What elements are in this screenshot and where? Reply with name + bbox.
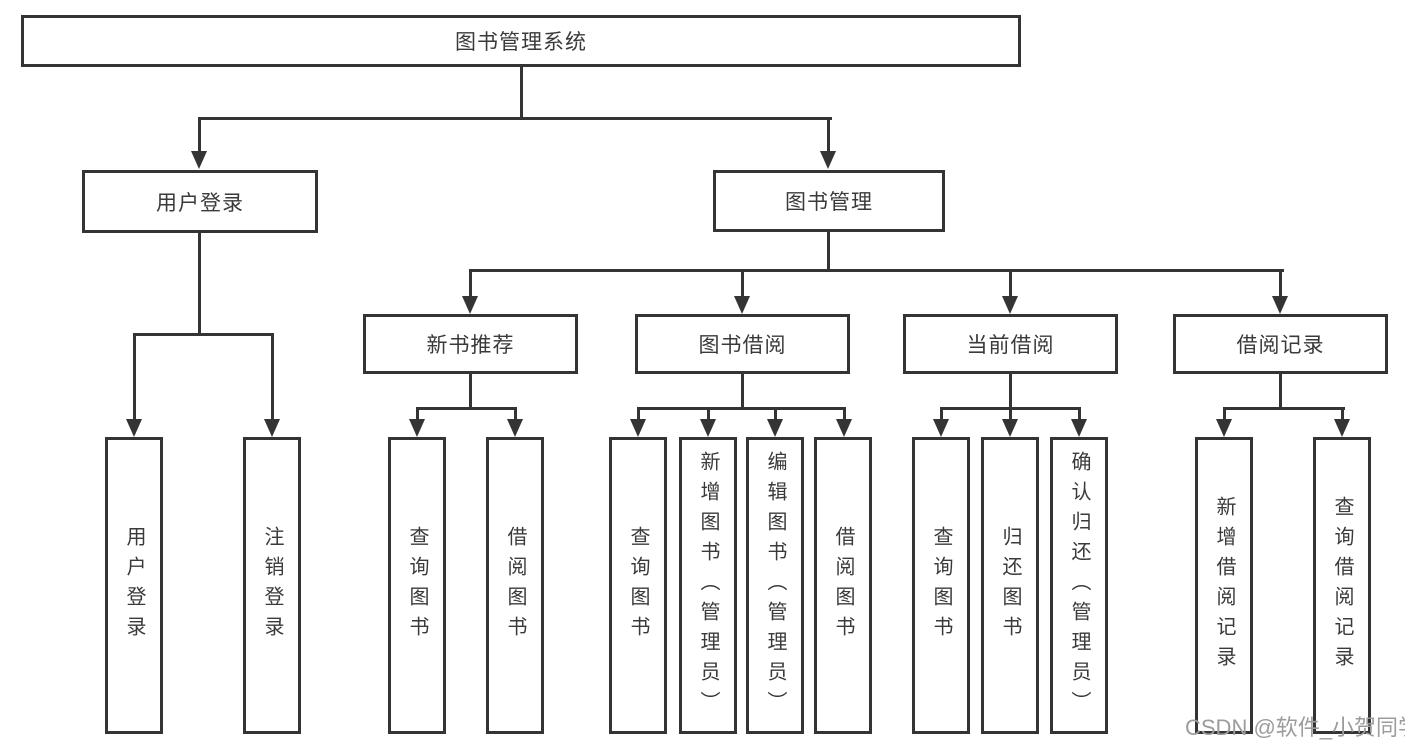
node-borrowing-query-books-label: 查询图书 — [627, 525, 649, 646]
arrowhead-down — [1272, 296, 1288, 314]
connector-root-down — [520, 67, 523, 119]
node-current-borrowing: 当前借阅 — [903, 314, 1118, 374]
connector-stub — [469, 269, 472, 298]
connector-stub — [514, 407, 517, 421]
connector-records-down — [1279, 374, 1282, 410]
arrowhead-down — [1216, 419, 1232, 437]
arrowhead-down — [836, 419, 852, 437]
arrowhead-down — [1002, 419, 1018, 437]
node-records-add-record: 新增借阅记录 — [1195, 437, 1253, 734]
connector-stub — [1009, 407, 1012, 421]
node-records-query-record: 查询借阅记录 — [1313, 437, 1371, 734]
node-new-book-recommend-label: 新书推荐 — [426, 334, 515, 357]
node-borrowing-edit-books-admin: 编辑图书（管理员） — [746, 437, 804, 734]
connector-stub — [198, 117, 201, 153]
node-borrowing-query-books: 查询图书 — [609, 437, 667, 734]
node-library-system: 图书管理系统 — [21, 15, 1021, 67]
connector-stub — [1341, 407, 1344, 421]
node-new-book-recommend: 新书推荐 — [363, 314, 578, 374]
arrowhead-down — [264, 419, 280, 437]
connector-stub — [1223, 407, 1226, 421]
connector-records-horizontal — [1223, 407, 1345, 410]
node-current-query-books: 查询图书 — [912, 437, 970, 734]
node-user-login: 用户登录 — [82, 170, 318, 233]
watermark: CSDN @软件_小贺同学 — [1185, 715, 1405, 740]
arrowhead-down — [767, 419, 783, 437]
connector-stub — [1078, 407, 1081, 421]
arrowhead-down — [1002, 296, 1018, 314]
arrowhead-down — [462, 296, 478, 314]
node-borrowing-edit-books-admin-label: 编辑图书（管理员） — [764, 450, 786, 721]
node-borrowing-add-books-admin: 新增图书（管理员） — [679, 437, 737, 734]
connector-stub — [133, 333, 136, 421]
arrowhead-down — [933, 419, 949, 437]
node-records-add-record-label: 新增借阅记录 — [1213, 495, 1235, 676]
node-borrowing-borrow-books-label: 借阅图书 — [832, 525, 854, 646]
connector-stub — [1279, 269, 1282, 298]
connector-borrowing-down — [741, 374, 744, 410]
node-current-return-books-label: 归还图书 — [999, 525, 1021, 646]
node-book-borrowing-label: 图书借阅 — [698, 334, 787, 357]
connector-stub — [940, 407, 943, 421]
node-logout-label: 注销登录 — [261, 525, 283, 646]
connector-stub — [707, 407, 710, 421]
connector-stub — [271, 333, 274, 421]
arrowhead-down — [734, 296, 750, 314]
arrowhead-down — [630, 419, 646, 437]
node-recommend-borrow-books: 借阅图书 — [486, 437, 544, 734]
arrowhead-down — [820, 151, 836, 169]
node-user-login-leaf: 用户登录 — [105, 437, 163, 734]
node-recommend-borrow-books-label: 借阅图书 — [504, 525, 526, 646]
node-borrowing-add-books-admin-label: 新增图书（管理员） — [697, 450, 719, 721]
node-current-confirm-return-admin-label: 确认归还（管理员） — [1068, 450, 1090, 721]
arrowhead-down — [409, 419, 425, 437]
node-borrowing-borrow-books: 借阅图书 — [814, 437, 872, 734]
connector-userlogin-down — [198, 233, 201, 335]
arrowhead-down — [1334, 419, 1350, 437]
node-records-query-record-label: 查询借阅记录 — [1331, 495, 1353, 676]
connector-stub — [827, 117, 830, 153]
connector-bookmgmt-horizontal — [469, 269, 1284, 272]
arrowhead-down — [126, 419, 142, 437]
node-book-borrowing: 图书借阅 — [635, 314, 850, 374]
node-library-system-label: 图书管理系统 — [455, 31, 587, 54]
node-borrowing-records: 借阅记录 — [1173, 314, 1388, 374]
connector-stub — [1009, 269, 1012, 298]
connector-recommend-horizontal — [416, 407, 517, 410]
node-user-login-leaf-label: 用户登录 — [123, 525, 145, 646]
node-book-management-label: 图书管理 — [785, 191, 873, 214]
connector-stub — [843, 407, 846, 421]
connector-userlogin-horizontal — [133, 333, 274, 336]
node-book-management: 图书管理 — [713, 170, 945, 232]
arrowhead-down — [700, 419, 716, 437]
connector-stub — [637, 407, 640, 421]
arrowhead-down — [191, 151, 207, 169]
node-recommend-query-books-label: 查询图书 — [406, 525, 428, 646]
node-borrowing-records-label: 借阅记录 — [1236, 334, 1325, 357]
connector-current-down — [1009, 374, 1012, 410]
connector-borrowing-horizontal — [637, 407, 846, 410]
node-user-login-label: 用户登录 — [156, 191, 244, 215]
node-current-query-books-label: 查询图书 — [930, 525, 952, 646]
node-recommend-query-books: 查询图书 — [388, 437, 446, 734]
connector-stub — [416, 407, 419, 421]
node-current-confirm-return-admin: 确认归还（管理员） — [1050, 437, 1108, 734]
connector-bookmgmt-down — [827, 232, 830, 272]
node-current-borrowing-label: 当前借阅 — [966, 334, 1055, 357]
connector-root-horizontal — [198, 117, 832, 120]
arrowhead-down — [507, 419, 523, 437]
node-current-return-books: 归还图书 — [981, 437, 1039, 734]
connector-stub — [741, 269, 744, 298]
arrowhead-down — [1071, 419, 1087, 437]
connector-recommend-down — [469, 374, 472, 410]
node-logout: 注销登录 — [243, 437, 301, 734]
connector-stub — [774, 407, 777, 421]
